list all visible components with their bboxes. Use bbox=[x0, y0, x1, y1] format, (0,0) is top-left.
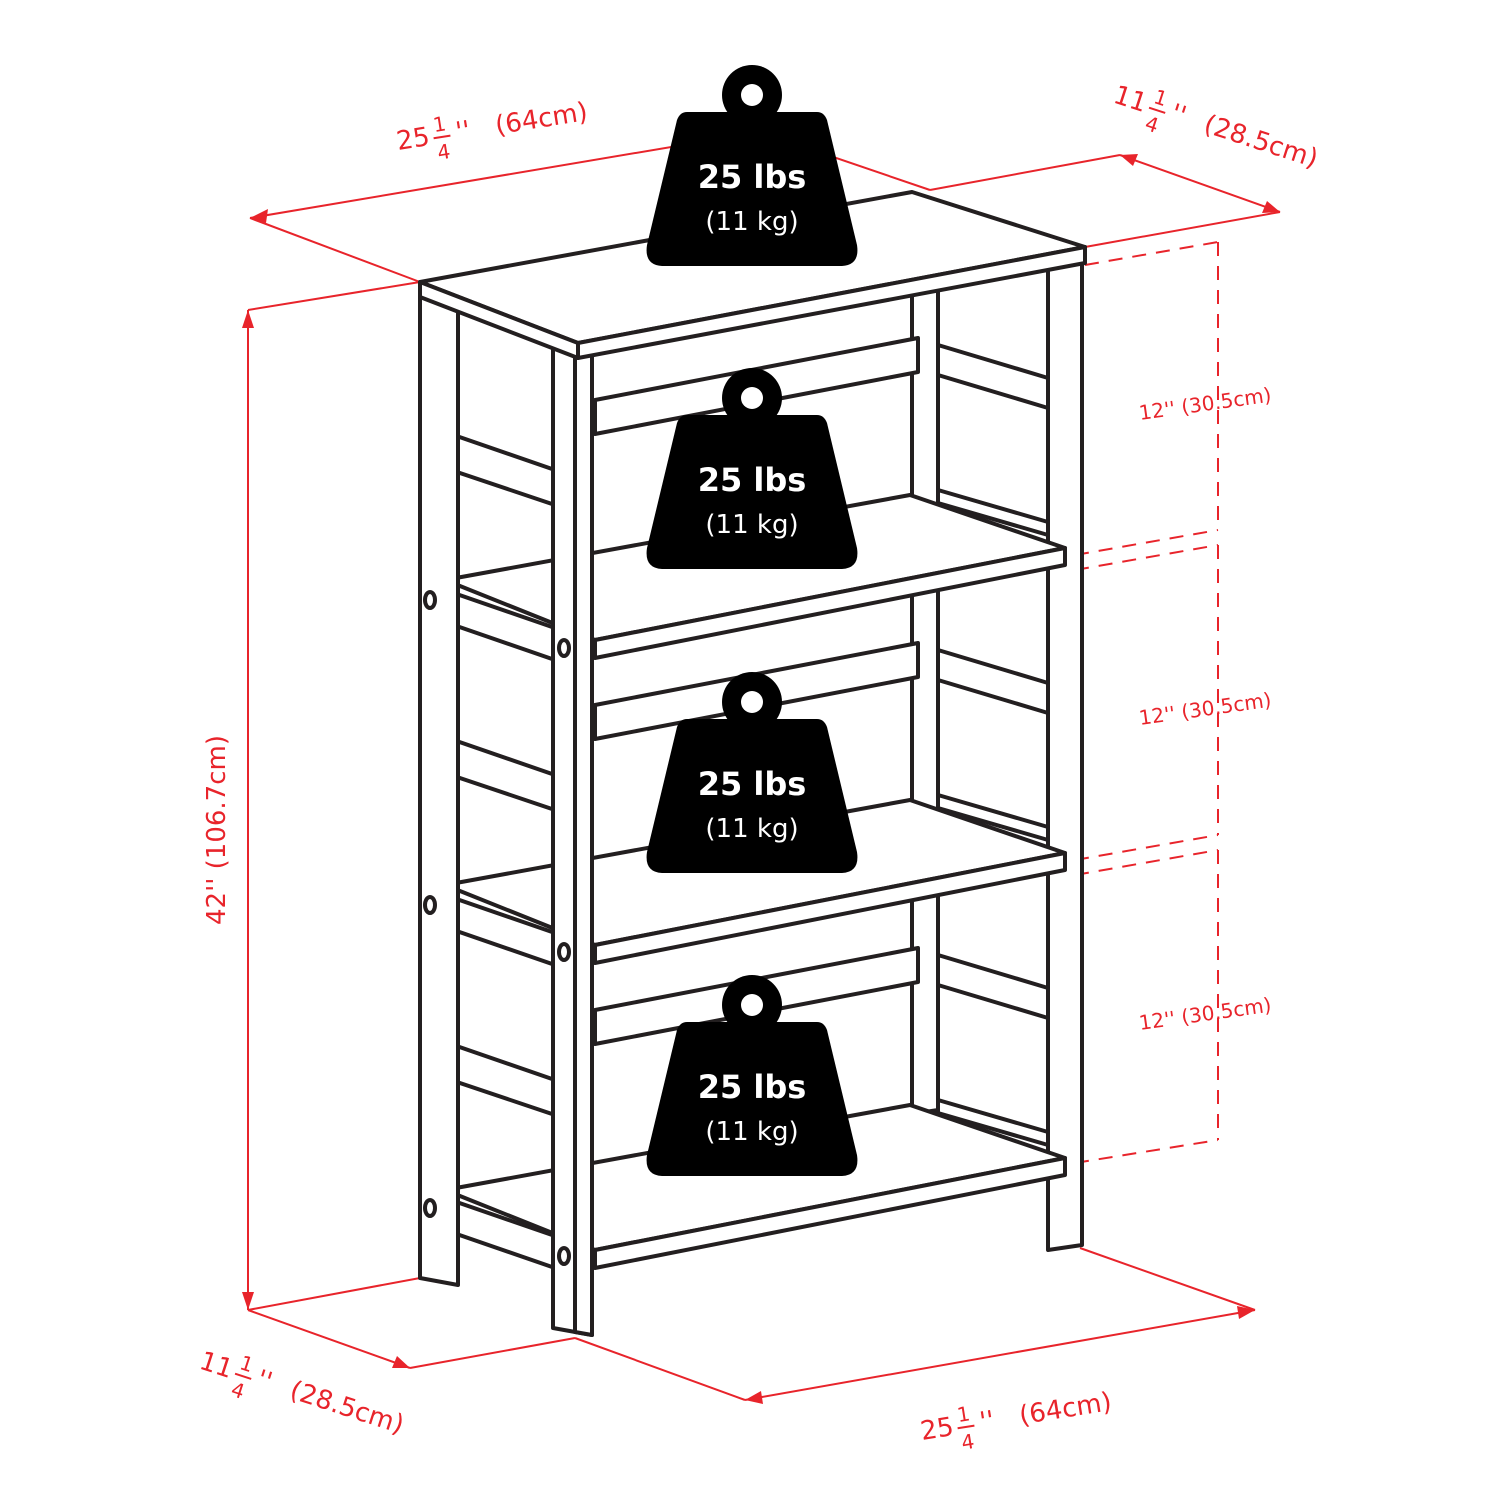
spacing-dash bbox=[1074, 849, 1219, 876]
top-depth-line bbox=[1119, 154, 1281, 213]
top-edge-front bbox=[576, 245, 1087, 360]
dim-whole: 11 bbox=[196, 1346, 237, 1385]
dim-unit: '' bbox=[978, 1406, 997, 1438]
bottom-width-label: 25 1 4 '' (64cm) bbox=[918, 1387, 1114, 1455]
weight-icons: 25 lbs (11 kg) 25 lbs (11 kg) 25 lbs (11… bbox=[646, 65, 858, 1176]
bottom-depth-extension-right bbox=[409, 1337, 576, 1369]
spacing-dash bbox=[1074, 529, 1219, 556]
weight-icon: 25 lbs (11 kg) bbox=[646, 975, 858, 1176]
dim-unit: '' bbox=[454, 116, 473, 148]
dim-whole: 11 bbox=[1110, 80, 1151, 119]
dim-whole: 25 bbox=[394, 122, 431, 157]
weight-kg-label: (11 kg) bbox=[705, 814, 798, 844]
arrowhead bbox=[250, 209, 268, 223]
weight-kg-label: (11 kg) bbox=[705, 510, 798, 540]
top-depth-extension-right bbox=[1084, 211, 1281, 248]
dim-whole: 25 bbox=[918, 1412, 955, 1447]
side-rail bbox=[936, 343, 1050, 410]
weight-lbs-label: 25 lbs bbox=[698, 1068, 807, 1106]
weight-lbs-label: 25 lbs bbox=[698, 158, 807, 196]
back-middle-post bbox=[910, 286, 940, 1116]
arrowhead bbox=[745, 1391, 763, 1404]
dim-denominator: 4 bbox=[228, 1377, 248, 1404]
dim-numerator: 1 bbox=[237, 1350, 257, 1377]
arrowhead bbox=[392, 1356, 410, 1368]
weight-icon: 25 lbs (11 kg) bbox=[646, 65, 858, 266]
left-side-rail bbox=[443, 1040, 557, 1117]
bottom-width-extension-right bbox=[1079, 1247, 1256, 1311]
side-rail bbox=[936, 953, 1050, 1020]
left-side-rail bbox=[443, 430, 557, 507]
weight-icon: 25 lbs (11 kg) bbox=[646, 672, 858, 873]
side-rail bbox=[936, 1098, 1050, 1147]
dim-metric: (28.5cm) bbox=[286, 1375, 407, 1440]
dim-denominator: 4 bbox=[960, 1429, 976, 1455]
front-left-post-face bbox=[573, 348, 594, 1337]
shelf-spacing-label: 12'' (30.5cm) bbox=[1137, 688, 1272, 730]
back-right-post bbox=[1046, 260, 1084, 1252]
weight-lbs-label: 25 lbs bbox=[698, 765, 807, 803]
screw-hole bbox=[557, 942, 571, 962]
side-rail bbox=[936, 648, 1050, 715]
dim-unit: '' bbox=[253, 1365, 276, 1398]
side-rail bbox=[936, 488, 1050, 537]
arrowhead bbox=[1237, 1306, 1255, 1319]
top-width-label: 25 1 4 '' (64cm) bbox=[394, 97, 590, 165]
bottom-width-extension bbox=[574, 1337, 746, 1401]
height-extension-top bbox=[247, 281, 421, 311]
dim-height-text: 42'' (106.7cm) bbox=[202, 735, 232, 925]
dim-metric: (64cm) bbox=[1017, 1387, 1114, 1431]
back-left-post bbox=[418, 295, 460, 1287]
bottom-width-line bbox=[744, 1309, 1256, 1401]
weight-kg-label: (11 kg) bbox=[705, 207, 798, 237]
arrowhead bbox=[1120, 154, 1138, 166]
top-depth-label: 11 1 4 '' (28.5cm) bbox=[1110, 80, 1322, 174]
dim-metric: (28.5cm) bbox=[1200, 109, 1321, 174]
height-label: 42'' (106.7cm) bbox=[202, 735, 232, 925]
arrowhead bbox=[242, 1292, 254, 1310]
spacing-dash bbox=[1074, 834, 1219, 861]
dim-denominator: 4 bbox=[436, 139, 452, 165]
shelf-spacing-label: 12'' (30.5cm) bbox=[1137, 383, 1272, 425]
shelf-3-edge bbox=[593, 1156, 1067, 1270]
bottom-depth-line bbox=[247, 1309, 411, 1369]
shelf-spacing-label: 12'' (30.5cm) bbox=[1137, 993, 1272, 1035]
arrowhead bbox=[242, 310, 254, 328]
weight-icon: 25 lbs (11 kg) bbox=[646, 368, 858, 569]
spacing-dash bbox=[1074, 1139, 1219, 1164]
dim-numerator: 1 bbox=[431, 111, 447, 137]
bottom-depth-extension bbox=[247, 1277, 421, 1311]
screw-hole bbox=[557, 1246, 571, 1266]
weight-kg-label: (11 kg) bbox=[705, 1117, 798, 1147]
screw-hole bbox=[423, 590, 437, 610]
screw-hole bbox=[557, 638, 571, 658]
dim-unit: '' bbox=[1167, 99, 1190, 132]
arrowhead bbox=[1262, 201, 1280, 213]
spacing-dash bbox=[1084, 241, 1219, 266]
dimension-lines bbox=[242, 131, 1281, 1404]
weight-lbs-label: 25 lbs bbox=[698, 461, 807, 499]
screw-hole bbox=[423, 895, 437, 915]
shelf-1-edge bbox=[593, 546, 1067, 660]
dim-denominator: 4 bbox=[1142, 111, 1162, 138]
dim-numerator: 1 bbox=[1151, 84, 1171, 111]
shelf-2-edge bbox=[593, 851, 1067, 965]
dim-numerator: 1 bbox=[955, 1401, 971, 1427]
spacing-dash bbox=[1074, 544, 1219, 571]
screw-hole bbox=[423, 1198, 437, 1218]
left-side-rail bbox=[443, 735, 557, 812]
top-depth-extension bbox=[929, 154, 1121, 191]
top-width-extension bbox=[249, 217, 421, 283]
side-rail bbox=[936, 793, 1050, 842]
dim-metric: (64cm) bbox=[493, 97, 590, 141]
